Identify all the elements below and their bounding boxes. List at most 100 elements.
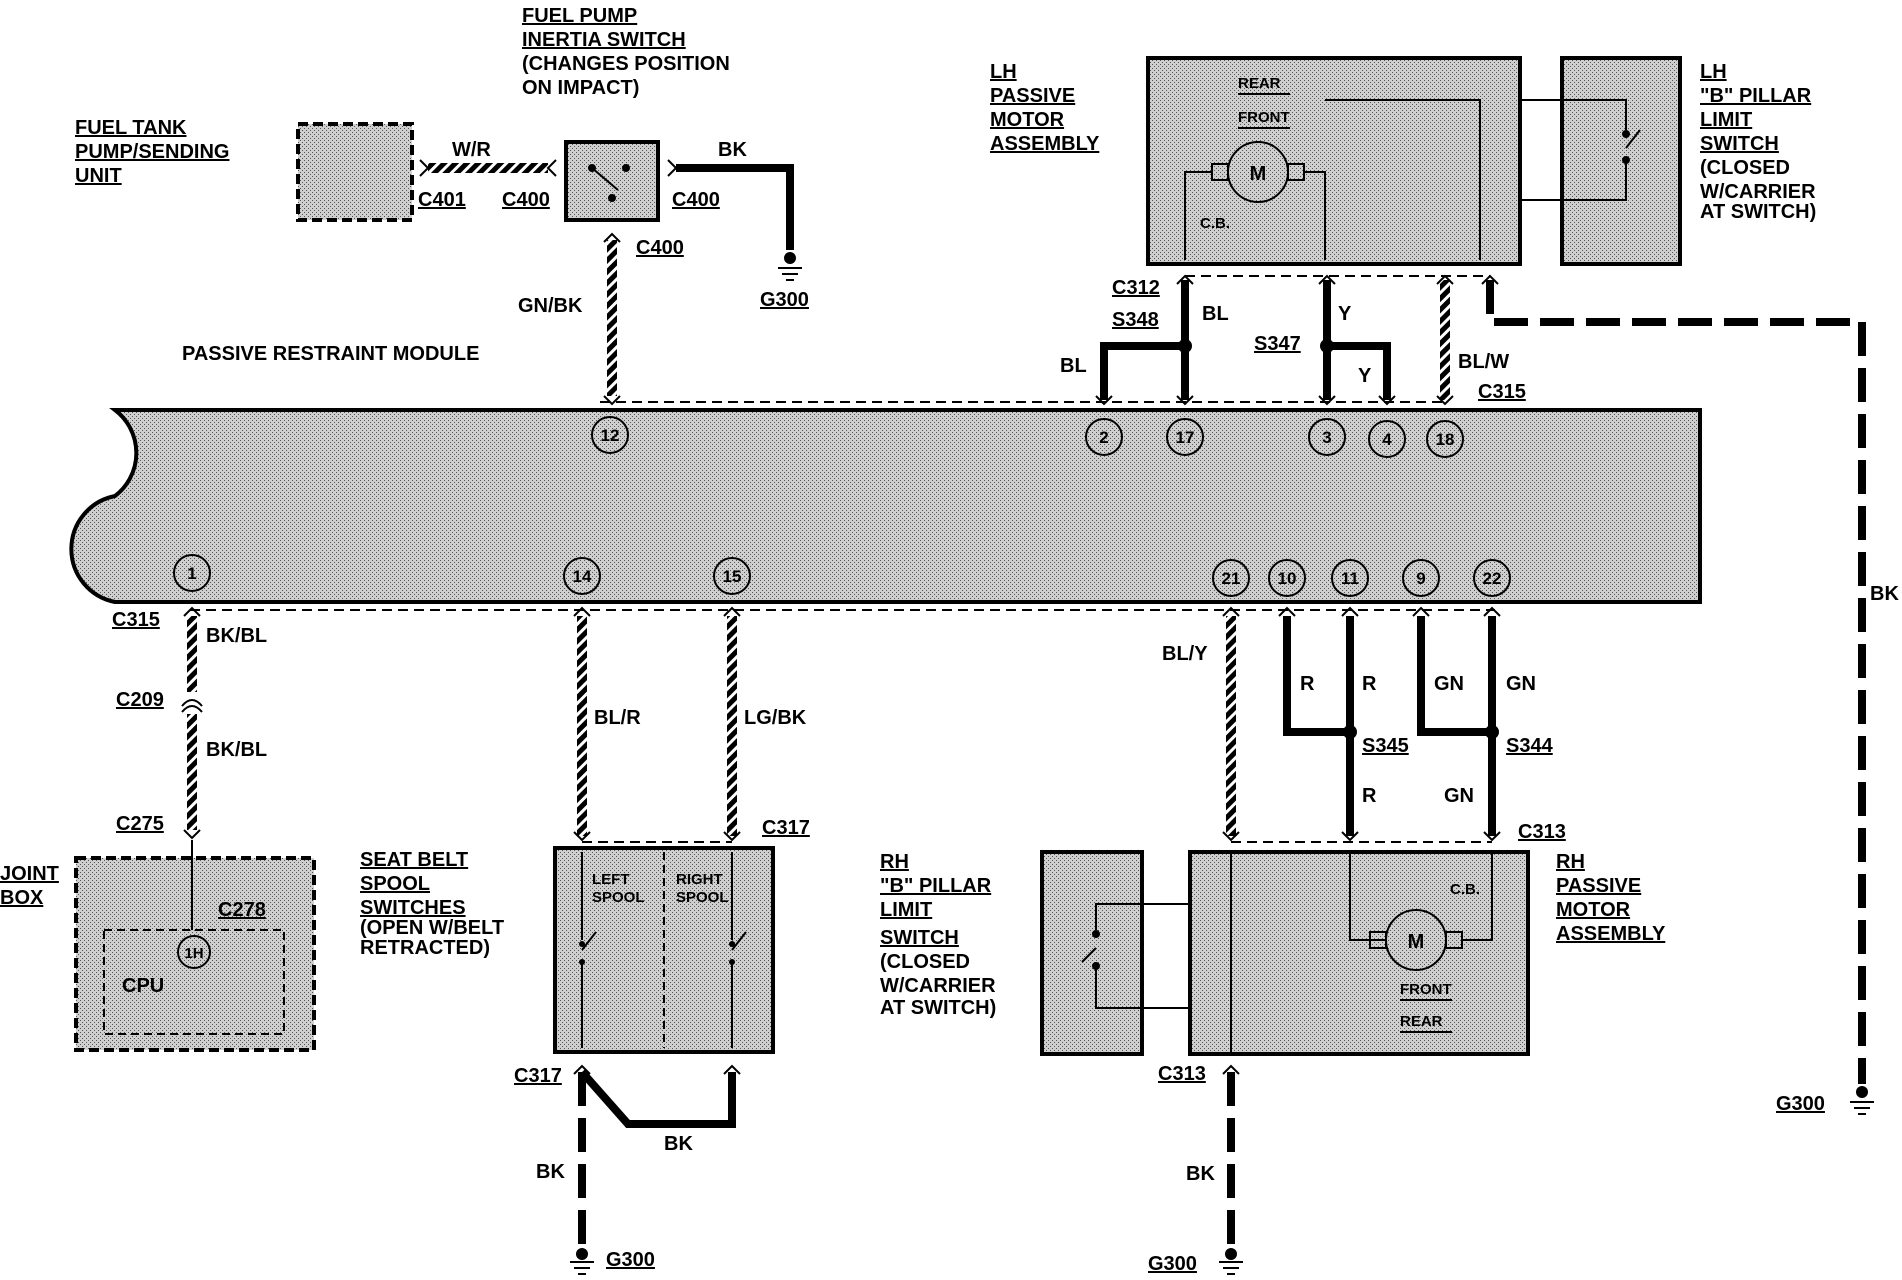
- svg-text:MOTOR: MOTOR: [1556, 899, 1631, 921]
- svg-text:"B" PILLAR: "B" PILLAR: [880, 875, 992, 897]
- pin-3: 3: [1308, 418, 1346, 456]
- module-pins: 12 2 17 3 4 18 1 14 15 21 10 11 9 22: [173, 416, 1511, 597]
- c400a-label: C400: [502, 189, 550, 211]
- c400c-label: C400: [636, 237, 684, 259]
- c278-label: C278: [218, 899, 266, 921]
- wire-blw-label: BL/W: [1458, 351, 1509, 373]
- passive-restraint-module: [69, 408, 1702, 604]
- wire-gnbk-label: GN/BK: [518, 295, 583, 317]
- wire-bkbl-1-label: BK/BL: [206, 625, 267, 647]
- rh-motor-label: RH PASSIVE MOTOR ASSEMBLY: [1556, 851, 1666, 945]
- wire-gn3-label: GN: [1444, 785, 1474, 807]
- wire-bly-label: BL/Y: [1162, 643, 1208, 665]
- svg-text:"B" PILLAR: "B" PILLAR: [1700, 85, 1812, 107]
- pin-17: 17: [1166, 418, 1204, 456]
- svg-text:JOINT: JOINT: [0, 863, 59, 885]
- g300-seat-label: G300: [606, 1249, 655, 1271]
- svg-text:10: 10: [1278, 569, 1297, 588]
- wire-r-10: [1283, 616, 1350, 736]
- lh-pillar-label: LH "B" PILLAR LIMIT SWITCH (CLOSED W/CAR…: [1700, 61, 1816, 223]
- c275-label: C275: [116, 813, 164, 835]
- wire-gn2-label: GN: [1506, 673, 1536, 695]
- svg-text:W/CARRIER: W/CARRIER: [1700, 181, 1816, 203]
- svg-text:REAR: REAR: [1238, 75, 1281, 92]
- svg-text:15: 15: [723, 567, 742, 586]
- pin-22: 22: [1473, 559, 1511, 597]
- wire-bk-right-label: BK: [1870, 583, 1899, 605]
- c315-left-label: C315: [112, 609, 160, 631]
- wire-y-top-label: Y: [1338, 303, 1352, 325]
- svg-text:SPOOL: SPOOL: [360, 873, 430, 895]
- ground-g300-right: [1850, 1086, 1874, 1115]
- g300-right-label: G300: [1776, 1093, 1825, 1115]
- pin-1: 1: [173, 554, 211, 592]
- svg-text:W/CARRIER: W/CARRIER: [880, 975, 996, 997]
- splice-s348: [1178, 339, 1192, 353]
- svg-text:FRONT: FRONT: [1238, 109, 1290, 126]
- wire-bl-left-label: BL: [1060, 355, 1087, 377]
- lh-motor-box: [1146, 56, 1522, 266]
- wire-bkbl-2-label: BK/BL: [206, 739, 267, 761]
- c317-bot-label: C317: [514, 1065, 562, 1087]
- svg-text:SPOOL: SPOOL: [592, 889, 645, 906]
- svg-text:LEFT: LEFT: [592, 871, 630, 888]
- svg-text:SPOOL: SPOOL: [676, 889, 729, 906]
- wire-bk-seat-h-label: BK: [664, 1133, 693, 1155]
- svg-text:LIMIT: LIMIT: [880, 899, 932, 921]
- ground-g300-seat: [570, 1248, 594, 1275]
- svg-text:M: M: [1408, 931, 1425, 953]
- svg-text:12: 12: [601, 426, 620, 445]
- c313-top-label: C313: [1518, 821, 1566, 843]
- fuel-tank-label: FUEL TANK PUMP/SENDING UNIT: [75, 117, 229, 187]
- svg-text:PASSIVE: PASSIVE: [1556, 875, 1641, 897]
- svg-text:(CLOSED: (CLOSED: [1700, 157, 1790, 179]
- pin-9: 9: [1402, 559, 1440, 597]
- s347-label: S347: [1254, 333, 1301, 355]
- svg-text:9: 9: [1416, 569, 1425, 588]
- wire-y-lower-label: Y: [1358, 365, 1372, 387]
- s345-label: S345: [1362, 735, 1409, 757]
- svg-text:18: 18: [1436, 430, 1455, 449]
- svg-text:1: 1: [187, 564, 196, 583]
- c312-label: C312: [1112, 277, 1160, 299]
- pin-2: 2: [1085, 418, 1123, 456]
- svg-text:LH: LH: [990, 61, 1017, 83]
- wire-r2-label: R: [1362, 673, 1377, 695]
- svg-text:FRONT: FRONT: [1400, 981, 1452, 998]
- wire-r3-label: R: [1362, 785, 1377, 807]
- svg-text:AT SWITCH): AT SWITCH): [1700, 201, 1816, 223]
- svg-text:1H: 1H: [184, 945, 203, 962]
- seat-belt-label: SEAT BELT SPOOL SWITCHES (OPEN W/BELT RE…: [360, 849, 504, 959]
- pin-14: 14: [563, 557, 601, 595]
- svg-text:2: 2: [1099, 428, 1108, 447]
- lh-pillar-switch-box: [1560, 56, 1682, 266]
- svg-text:LH: LH: [1700, 61, 1727, 83]
- svg-text:RETRACTED): RETRACTED): [360, 937, 490, 959]
- wire-bk-rh-label: BK: [1186, 1163, 1215, 1185]
- pin-10: 10: [1268, 559, 1306, 597]
- inertia-switch-label: FUEL PUMP INERTIA SWITCH (CHANGES POSITI…: [522, 5, 730, 99]
- wire-y-4: [1327, 342, 1391, 400]
- lh-motor-label: LH PASSIVE MOTOR ASSEMBLY: [990, 61, 1100, 155]
- wire-lgbk-label: LG/BK: [744, 707, 807, 729]
- wire-bk-right: [1486, 280, 1866, 1084]
- svg-text:RH: RH: [1556, 851, 1585, 873]
- wire-bk-top-label: BK: [718, 139, 747, 161]
- svg-text:SWITCH: SWITCH: [880, 927, 959, 949]
- wire-bl-right-label: BL: [1202, 303, 1229, 325]
- svg-text:ASSEMBLY: ASSEMBLY: [1556, 923, 1666, 945]
- inertia-switch-symbol: [588, 164, 630, 202]
- svg-text:17: 17: [1176, 428, 1195, 447]
- c209-connector-icon: [181, 699, 203, 707]
- wire-bk-seat-v-label: BK: [536, 1161, 565, 1183]
- wire-bk-top: [676, 164, 794, 250]
- g300-top-label: G300: [760, 289, 809, 311]
- svg-text:SWITCHES: SWITCHES: [360, 897, 466, 919]
- fuel-tank-unit: [296, 122, 414, 222]
- seat-belt-internals: LEFT SPOOL RIGHT SPOOL: [579, 852, 747, 1048]
- svg-text:11: 11: [1341, 569, 1359, 588]
- wire-gn1-label: GN: [1434, 673, 1464, 695]
- svg-text:RIGHT: RIGHT: [676, 871, 723, 888]
- cpu-label: CPU: [122, 975, 164, 997]
